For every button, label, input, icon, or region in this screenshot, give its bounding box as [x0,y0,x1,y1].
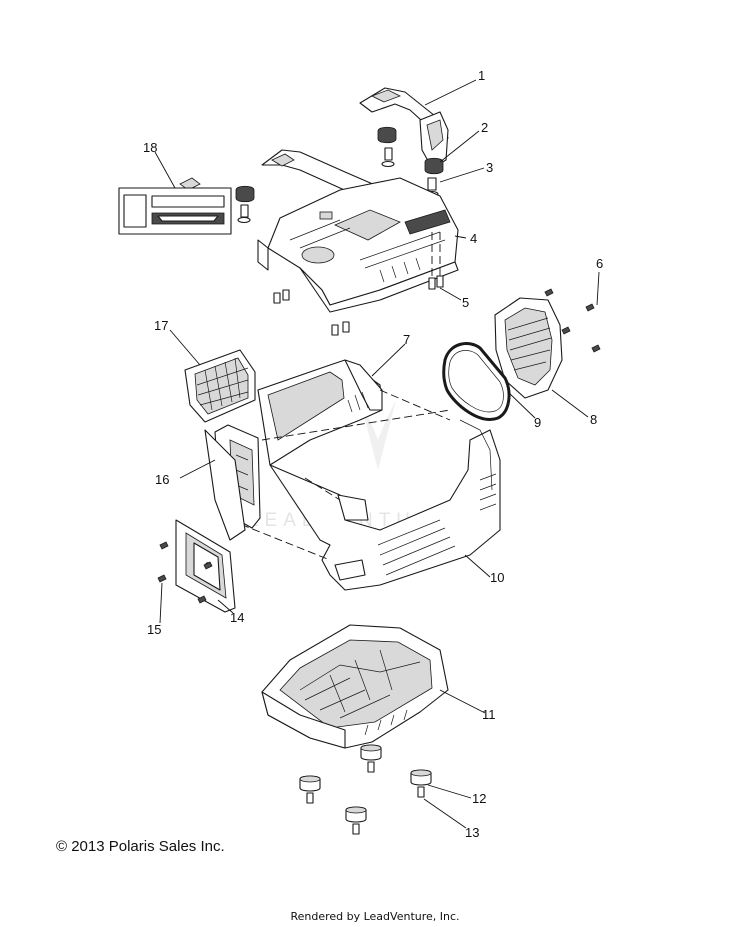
part-15-screw[interactable] [157,541,213,604]
part-1-handle[interactable] [359,87,449,169]
part-8-vent-cover[interactable] [494,297,563,399]
callout-7: 7 [403,332,410,347]
callout-15: 15 [147,622,161,637]
callout-14: 14 [230,610,244,625]
part-4-top-cover[interactable] [257,177,459,313]
callout-12: 12 [472,791,486,806]
part-9-gasket[interactable] [442,342,511,421]
part-5-screw[interactable] [273,232,444,336]
part-10-housing[interactable] [204,389,501,591]
callout-6: 6 [596,256,603,271]
callout-8: 8 [590,412,597,427]
footer-credit: Rendered by LeadVenture, Inc. [290,910,460,923]
callout-3: 3 [486,160,493,175]
copyright-notice: © 2013 Polaris Sales Inc. [56,838,225,855]
callout-10: 10 [490,570,504,585]
leader-lines [154,79,600,829]
part-2-grommet[interactable] [235,126,444,203]
part-13-screw[interactable] [306,761,425,835]
part-11-base-tray[interactable] [261,624,449,749]
callout-16: 16 [155,472,169,487]
part-12-foot[interactable] [299,744,432,823]
part-18-decal[interactable] [118,187,232,235]
callout-2: 2 [481,120,488,135]
callout-9: 9 [534,415,541,430]
callout-17: 17 [154,318,168,333]
callout-18: 18 [143,140,157,155]
callout-13: 13 [465,825,479,840]
callouts: 1 2 3 4 5 6 7 8 9 10 11 12 13 14 15 16 1… [143,68,603,840]
part-7-side-panel[interactable] [257,359,383,466]
callout-5: 5 [462,295,469,310]
callout-11: 11 [482,707,496,722]
callout-4: 4 [470,231,477,246]
part-6-screw[interactable] [544,288,601,353]
callout-1: 1 [478,68,485,83]
part-17-filter[interactable] [184,349,256,423]
